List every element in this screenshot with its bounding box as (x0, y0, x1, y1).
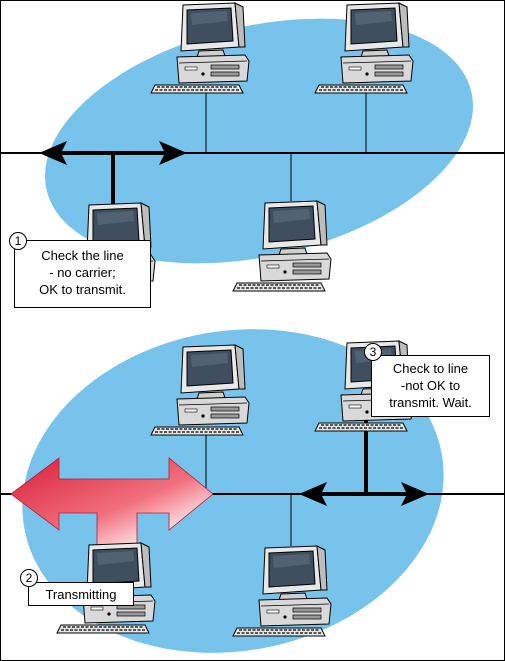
step-3-text-line: transmit. Wait. (389, 395, 472, 410)
transmit-signal-arrow (10, 457, 214, 548)
bottom-scene (1, 329, 504, 653)
step-2-text-line: Transmitting (45, 587, 117, 602)
step-3-text-line: Check to line (392, 361, 469, 376)
step-3-callout: Check to line -not OK to transmit. Wait. (371, 355, 490, 417)
step-1-text-line: - no carrier; (49, 265, 116, 280)
top-scene (1, 2, 504, 294)
step-2-number-badge: 2 (20, 569, 38, 587)
step-2-callout: Transmitting (28, 582, 134, 606)
step-1-text-line: Check the line (41, 248, 124, 263)
step-1-callout: Check the line - no carrier; OK to trans… (14, 240, 151, 308)
step-3-text-line: -not OK to (400, 378, 461, 393)
carrier-sense-arrow (39, 141, 187, 165)
step-1-text-line: OK to transmit. (39, 282, 126, 297)
carrier-sense-arrow (299, 482, 429, 506)
step-1-number-badge: 1 (9, 232, 27, 250)
step-3-number-badge: 3 (364, 343, 382, 361)
